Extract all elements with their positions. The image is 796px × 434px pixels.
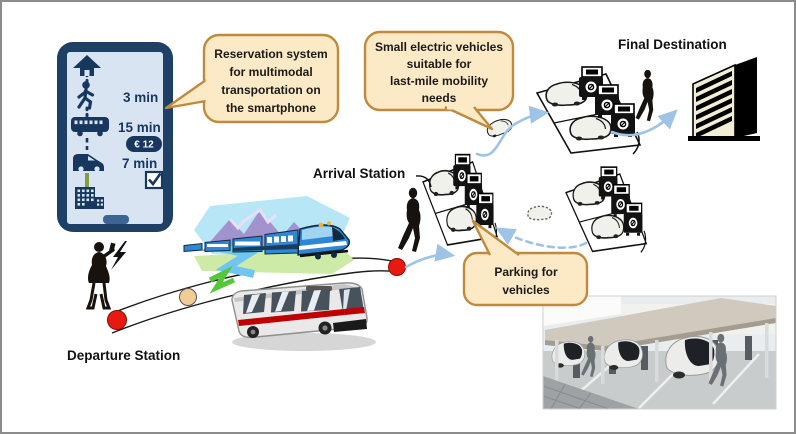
departure-station-label: Departure Station <box>67 348 180 363</box>
arrival-station-dot <box>388 258 406 276</box>
svg-text:transportation on: transportation on <box>221 83 320 97</box>
callout-parking-for-vehicles: Parking for vehicles <box>462 219 589 307</box>
walk-icon <box>77 81 95 110</box>
arrival-station-label: Arrival Station <box>313 166 405 181</box>
svg-text:suitable for: suitable for <box>407 57 472 71</box>
svg-text:vehicles: vehicles <box>502 283 550 297</box>
price-text: € 12 <box>134 140 154 151</box>
office-building-icon <box>75 187 104 209</box>
returning-pod-vehicle-sketch <box>527 205 553 221</box>
callout-small-electric-vehicles: Small electric vehicles suitable for las… <box>363 30 515 131</box>
phone-home-button[interactable] <box>103 215 129 224</box>
arrow-pod-to-final-parking <box>475 105 550 157</box>
train-clipart-icon <box>183 196 354 294</box>
arrow-parking-to-building <box>610 109 678 137</box>
departure-station-dot <box>107 310 127 330</box>
office-tower-icon <box>688 57 760 141</box>
svg-text:for multimodal: for multimodal <box>229 65 312 79</box>
final-destination-label: Final Destination <box>618 37 727 52</box>
bus-icon <box>71 117 109 137</box>
svg-text:the smartphone: the smartphone <box>226 101 316 115</box>
arrival-label-leader <box>415 175 432 188</box>
walk-time: 3 min <box>123 90 158 105</box>
parking-canopy-photo <box>542 295 777 410</box>
svg-text:last-mile mobility: last-mile mobility <box>390 74 488 88</box>
smartphone-itinerary: 3 min 15 min € 12 7 min <box>57 42 173 232</box>
canopy-roof <box>545 298 776 346</box>
lightning-bolt-icon <box>111 241 127 270</box>
intermediate-stop-dot <box>179 288 197 306</box>
checkbox-checked-icon[interactable] <box>144 170 164 190</box>
home-icon <box>73 55 101 76</box>
car-icon <box>73 154 104 172</box>
price-ticket-badge: € 12 <box>126 136 162 152</box>
arrow-arrival-to-parking <box>404 243 456 269</box>
bus-time: 15 min <box>118 120 161 135</box>
departure-person <box>85 242 116 310</box>
svg-text:Reservation system: Reservation system <box>214 47 327 61</box>
arrow-pod-return-dashed <box>495 227 588 249</box>
svg-text:Small electric vehicles: Small electric vehicles <box>375 40 503 54</box>
car-time: 7 min <box>122 156 157 171</box>
callout-reservation-system: Reservation system for multimodal transp… <box>164 33 340 124</box>
svg-text:needs: needs <box>422 91 457 105</box>
bus-clipart-icon <box>231 282 376 351</box>
svg-text:Parking for: Parking for <box>494 265 558 279</box>
